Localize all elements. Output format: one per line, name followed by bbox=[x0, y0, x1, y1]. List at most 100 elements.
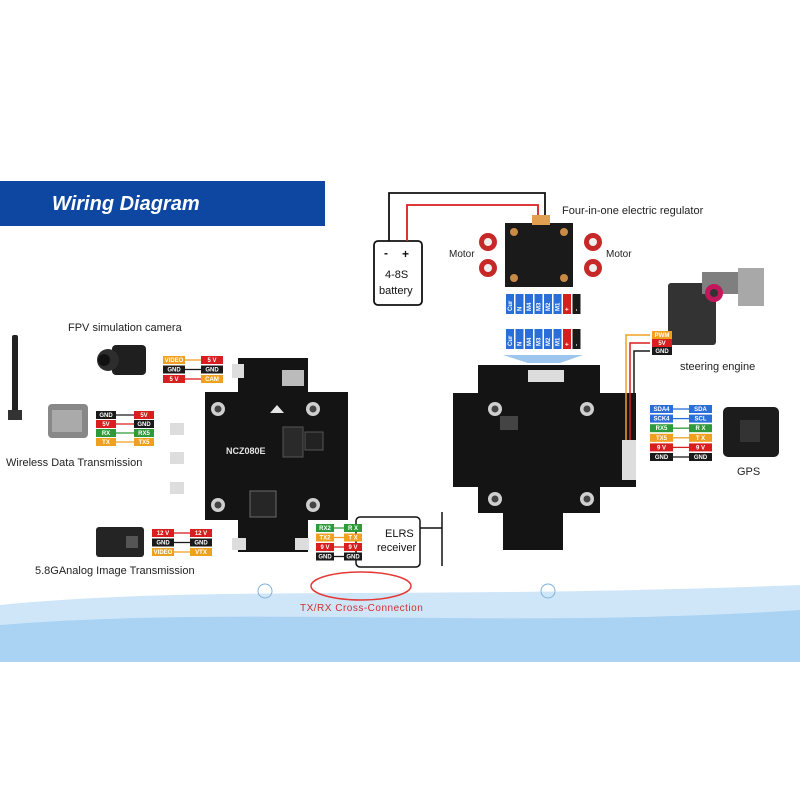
gps-pin-right-box bbox=[689, 414, 712, 423]
camera-pin-right: GND bbox=[205, 368, 219, 374]
esc_bottom-pin: - bbox=[575, 344, 581, 346]
motors bbox=[479, 233, 602, 277]
camera-pin-left: GND bbox=[167, 368, 181, 374]
esc_bottom-pin-box bbox=[572, 329, 581, 349]
wireless-pin-left-box bbox=[96, 420, 116, 428]
wireless-pin-left: 5V bbox=[102, 422, 109, 428]
elrs-pin-right-box bbox=[344, 543, 362, 551]
imagetx-pin-right: GND bbox=[194, 541, 208, 547]
esc_bottom-pin: N bbox=[518, 342, 524, 346]
esc_bottom-pin: M2 bbox=[546, 337, 552, 346]
imagetx-pin-right-box bbox=[190, 529, 212, 537]
gps-pin-right: SDA bbox=[694, 407, 707, 413]
wireless-pin-right: 5V bbox=[140, 413, 147, 419]
gps-label: GPS bbox=[737, 466, 760, 478]
gps-pin-left-box bbox=[650, 424, 673, 433]
camera-pin-right-box bbox=[201, 356, 223, 364]
steering-pin: PWM bbox=[655, 333, 670, 339]
battery-label: battery bbox=[379, 285, 413, 297]
steering-pin: GND bbox=[655, 349, 669, 355]
imagetx-pin-right-box bbox=[190, 548, 212, 556]
esc_top-pin-box bbox=[563, 294, 571, 314]
imagetx-pin-right: 12 V bbox=[195, 531, 207, 537]
wireless-pin-left-box bbox=[96, 411, 116, 419]
elrs-pin-left-box bbox=[316, 543, 334, 551]
gps-pin-right: R X bbox=[695, 426, 705, 432]
gps-pin-left: 9 V bbox=[657, 445, 666, 451]
gps-pin-left: SCK4 bbox=[653, 417, 670, 423]
esc_top-pin: M1 bbox=[556, 302, 562, 311]
gps-pin-left-box bbox=[650, 405, 673, 413]
gps-pin-left: GND bbox=[655, 455, 669, 461]
fpv-camera-label: FPV simulation camera bbox=[68, 322, 183, 334]
gps-pin-right: SCL bbox=[695, 417, 707, 423]
motor-right-label: Motor bbox=[606, 249, 632, 260]
camera-pin-left-box bbox=[163, 365, 185, 374]
camera-pin-right-box bbox=[201, 375, 223, 383]
gps-pin-left-box bbox=[650, 443, 673, 452]
steering-label: steering engine bbox=[680, 361, 755, 373]
gps-module bbox=[723, 407, 779, 457]
elrs-pin-right: R X bbox=[348, 526, 358, 532]
esc-label: Four-in-one electric regulator bbox=[562, 205, 704, 217]
camera-pin-right: 5 V bbox=[207, 358, 216, 364]
wireless-pin-left-box bbox=[96, 438, 116, 446]
imagetx-pin-left-box bbox=[152, 529, 174, 537]
wireless-pin-right-box bbox=[134, 438, 154, 446]
watermark-right bbox=[540, 583, 556, 599]
imagetx-pin-right: VTX bbox=[195, 550, 207, 556]
elrs-pin-left: TX2 bbox=[319, 536, 331, 542]
wireless-label: Wireless Data Transmission bbox=[6, 457, 142, 469]
imagetx-pin-left: GND bbox=[156, 541, 170, 547]
esc_top-pin: Cur bbox=[508, 300, 514, 311]
esc_top-pin-box bbox=[544, 294, 552, 314]
elrs-pin-left: GND bbox=[318, 555, 332, 561]
board-label: NCZ080E bbox=[226, 446, 266, 456]
imagetx-pin-right-box bbox=[190, 538, 212, 547]
esc_bottom-pin: M4 bbox=[527, 337, 533, 346]
steering-pin-box bbox=[652, 331, 672, 339]
wireless-pin-left: RX bbox=[102, 431, 110, 437]
wireless-pin-right-box bbox=[134, 429, 154, 437]
esc_bottom-pin: M1 bbox=[556, 337, 562, 346]
image-tx-label: 5.8GAnalog Image Transmission bbox=[35, 565, 195, 577]
wireless-pin-left-box bbox=[96, 429, 116, 437]
title-banner: Wiring Diagram bbox=[0, 181, 325, 226]
elrs-pin-right: T X bbox=[348, 536, 357, 542]
gps-pin-left: TX5 bbox=[656, 436, 668, 442]
esc_top-pin-box bbox=[525, 294, 533, 314]
cross-connection-ring bbox=[310, 571, 412, 601]
esc_bottom-pin: Cur bbox=[508, 335, 514, 346]
esc_top-pin-box bbox=[553, 294, 562, 314]
camera-pin-left: 5 V bbox=[169, 377, 178, 383]
steering-pin-box bbox=[652, 347, 672, 355]
camera-pin-left-box bbox=[163, 375, 185, 383]
gps-pin-right-box bbox=[689, 405, 712, 413]
esc_top-pin-box bbox=[572, 294, 581, 314]
esc_top-pin: M3 bbox=[537, 302, 543, 311]
wireless-pin-right: TX5 bbox=[138, 440, 150, 446]
wireless-pin-right: GND bbox=[137, 422, 151, 428]
battery-voltage: 4-8S bbox=[385, 269, 408, 281]
imagetx-pin-left: 12 V bbox=[157, 531, 169, 537]
esc_top-pin: - bbox=[575, 309, 581, 311]
cross-connection-label: TX/RX Cross-Connection bbox=[300, 603, 423, 614]
gps-pin-right: T X bbox=[696, 436, 705, 442]
esc_top-pin: N bbox=[518, 307, 524, 311]
watermark-left bbox=[257, 583, 273, 599]
esc_top-pin: M2 bbox=[546, 302, 552, 311]
esc_bottom-pin-box bbox=[553, 329, 562, 349]
esc_bottom-pin-box bbox=[534, 329, 543, 349]
esc_top-pin: M4 bbox=[527, 302, 533, 311]
gps-pin-left: SDA4 bbox=[653, 407, 670, 413]
gps-pin-left: RX5 bbox=[656, 426, 668, 432]
steering-pin: 5V bbox=[658, 341, 665, 347]
battery-plus: + bbox=[402, 247, 409, 261]
motor-left-label: Motor bbox=[449, 249, 475, 260]
elrs-pin-left-box bbox=[316, 524, 334, 532]
esc_bottom-pin-box bbox=[515, 329, 524, 349]
